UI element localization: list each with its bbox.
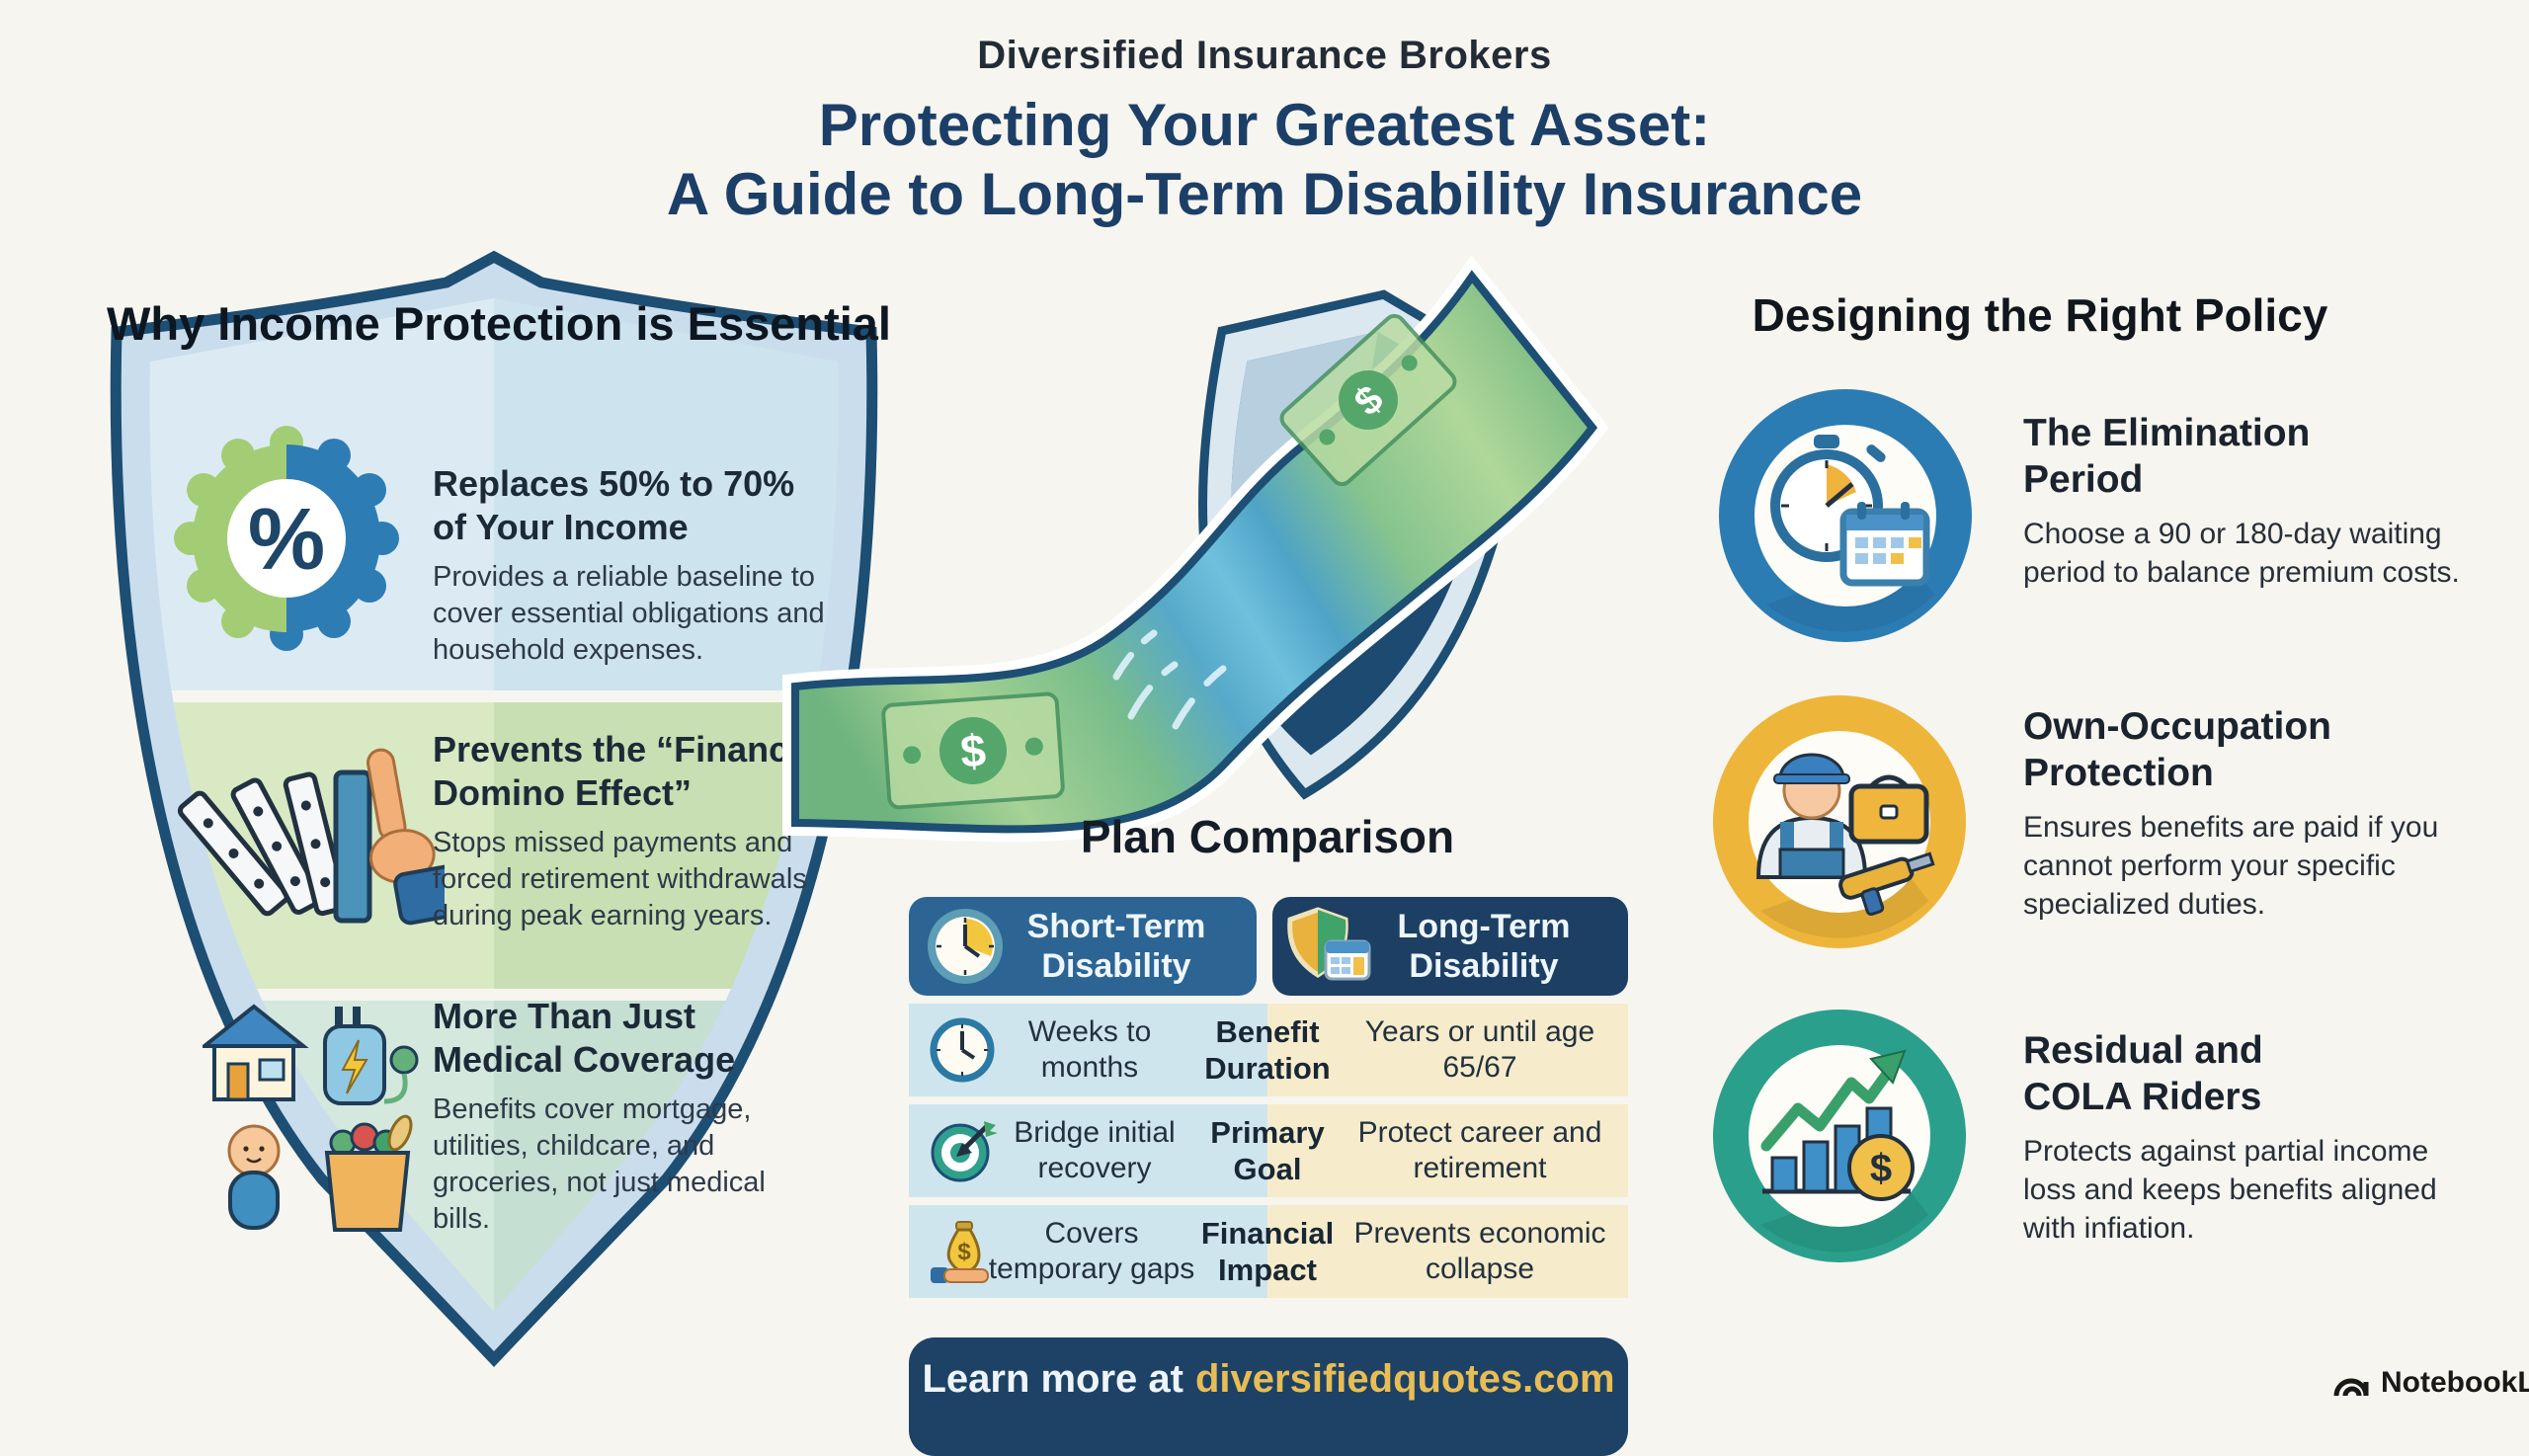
item-heading: Residual and COLA Riders	[2023, 1029, 2263, 1118]
money-ribbon-icon: $ $	[782, 255, 1609, 843]
dollar-bill-icon: $	[1279, 313, 1457, 487]
right-item-residual-cola: Residual and COLA Riders Protects agains…	[2023, 1027, 2470, 1248]
shield-money-flow-illustration: $ $	[782, 255, 1609, 843]
growth-chart-glyph: $	[1760, 1049, 1915, 1201]
column-header-long-term: Long-Term Disability	[1272, 897, 1628, 996]
left-item-beyond-medical: More Than Just Medical Coverage Benefits…	[433, 995, 790, 1238]
cell-long-term	[1267, 1104, 1628, 1197]
utilities-icon	[323, 1007, 419, 1105]
water-flow-marks	[1112, 629, 1227, 730]
column-header-label: Long-Term Disability	[1397, 908, 1571, 985]
column-header-short-term: Short-Term Disability	[909, 897, 1257, 996]
cell-long-term	[1267, 1205, 1628, 1298]
item-heading: Replaces 50% to 70% of Your Income	[433, 463, 795, 547]
row-label: Benefit Duration	[1204, 1014, 1331, 1086]
cell-value: Protect career and retirement	[1357, 1116, 1602, 1184]
table-row-benefit-duration: Weeks to months Benefit Duration Years o…	[909, 1004, 1628, 1096]
domino-effect-icon	[177, 748, 445, 926]
elimination-period-icon	[1719, 389, 1972, 642]
item-heading: Prevents the “Financial Domino Effect”	[433, 729, 829, 813]
calendar-glyph	[1839, 502, 1930, 587]
cell-value: Bridge initial recovery	[1014, 1116, 1176, 1184]
item-body: Stops missed payments and forced retirem…	[433, 827, 807, 931]
page-title-line1: Protecting Your Greatest Asset:	[818, 92, 1711, 158]
item-heading: Own-Occupation Protection	[2023, 705, 2331, 794]
cell-value: Prevents economic collapse	[1353, 1217, 1606, 1285]
item-body: Provides a reliable baseline to cover es…	[433, 561, 825, 666]
item-body: Protects against partial income loss and…	[2023, 1135, 2437, 1245]
svg-text:$: $	[1870, 1147, 1892, 1190]
cell-value: Covers temporary gaps	[988, 1217, 1195, 1285]
item-heading: More Than Just Medical Coverage	[433, 996, 736, 1080]
worker-glyph	[1755, 753, 1868, 879]
residual-cola-icon: $	[1713, 1010, 1966, 1262]
cta-link[interactable]: diversifiedquotes.com	[1194, 1357, 1615, 1401]
left-item-income-replacement: Replaces 50% to 70% of Your Income Provi…	[433, 462, 828, 669]
briefcase-glyph	[1848, 774, 1929, 845]
left-section-heading: Why Income Protection is Essential	[107, 297, 891, 350]
brand-name: Diversified Insurance Brokers	[977, 34, 1552, 77]
item-body: Benefits cover mortgage, utilities, chil…	[433, 1093, 766, 1235]
svg-text:%: %	[248, 490, 325, 588]
cell-value: Weeks to months	[1027, 1015, 1152, 1084]
item-body: Choose a 90 or 180-day waiting period to…	[2023, 518, 2460, 589]
row-label: Primary Goal	[1210, 1115, 1325, 1186]
percent-badge-icon: %	[174, 426, 399, 651]
target-icon	[931, 1121, 998, 1182]
cta-text: Learn more at	[922, 1357, 1183, 1401]
right-section-heading: Designing the Right Policy	[1752, 289, 2328, 341]
table-row-financial-impact: $ Covers temporary gaps Financial Impact…	[909, 1205, 1628, 1298]
groceries-icon	[324, 1114, 413, 1232]
page-title-line2: A Guide to Long-Term Disability Insuranc…	[666, 161, 1863, 227]
shield-calendar-icon	[1287, 907, 1371, 981]
household-expenses-icons	[203, 1004, 419, 1232]
item-body: Ensures benefits are paid if you cannot …	[2023, 811, 2439, 921]
column-header-label: Short-Term Disability	[1026, 908, 1206, 985]
stopwatch-glyph	[1770, 435, 1886, 562]
svg-text:$: $	[957, 1239, 971, 1265]
cell-value: Years or until age 65/67	[1364, 1015, 1595, 1084]
baby-icon	[227, 1124, 281, 1230]
notebooklm-icon	[2333, 1378, 2369, 1397]
row-label: Financial Impact	[1200, 1216, 1335, 1287]
watermark: NotebookLM	[2331, 1366, 2529, 1400]
infographic-page: { "header": { "brand": "Diversified Insu…	[107, 34, 2529, 1456]
dollar-bill-icon: $	[881, 691, 1065, 810]
cell-long-term	[1267, 1004, 1628, 1096]
svg-text:$: $	[958, 724, 987, 777]
watermark-label: NotebookLM	[2381, 1366, 2529, 1399]
right-item-elimination-period: The Elimination Period Choose a 90 or 18…	[2023, 410, 2470, 592]
item-heading: The Elimination Period	[2023, 412, 2311, 501]
clock-icon	[928, 909, 1003, 984]
table-row-primary-goal: Bridge initial recovery Primary Goal Pro…	[909, 1104, 1628, 1197]
moneybag-hand-icon: $	[931, 1221, 989, 1283]
own-occupation-icon	[1713, 695, 1966, 948]
right-item-own-occupation: Own-Occupation Protection Ensures benefi…	[2023, 703, 2470, 924]
tool-glyph	[1838, 851, 1935, 916]
clock-icon	[930, 1017, 995, 1083]
house-icon	[203, 1004, 309, 1101]
left-item-domino-effect: Prevents the “Financial Domino Effect” S…	[433, 728, 857, 934]
plan-comparison-table: Short-Term Disability Long-Term Disabili…	[909, 897, 1628, 1304]
comparison-heading: Plan Comparison	[1080, 811, 1455, 862]
